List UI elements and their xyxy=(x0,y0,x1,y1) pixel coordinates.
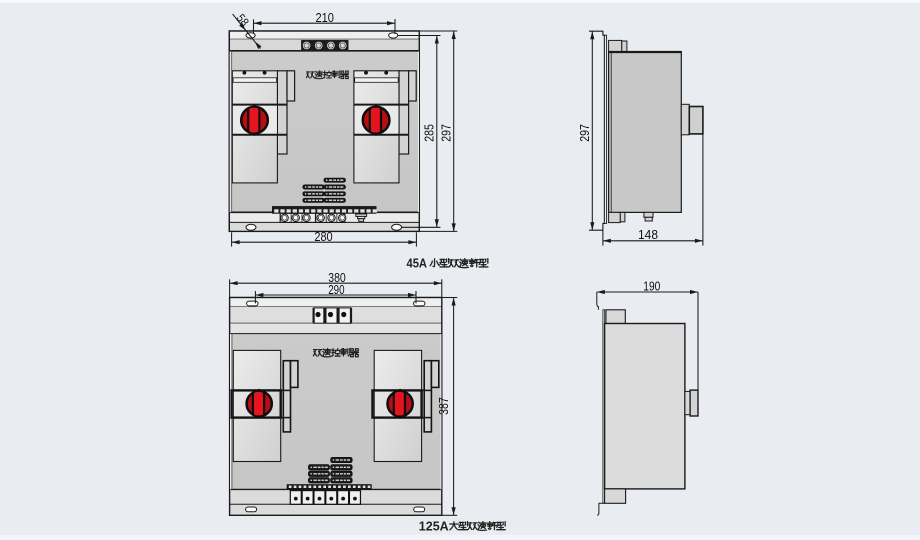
svg-text:285: 285 xyxy=(421,124,436,142)
svg-text:45A: 45A xyxy=(407,257,428,271)
svg-text:148: 148 xyxy=(638,227,658,242)
svg-text:290: 290 xyxy=(328,282,344,297)
svg-text:190: 190 xyxy=(643,279,660,294)
svg-text:125A: 125A xyxy=(419,520,449,534)
svg-text:280: 280 xyxy=(314,229,332,244)
svg-text:387: 387 xyxy=(436,397,451,415)
svg-text:297: 297 xyxy=(577,124,592,142)
svg-text:297: 297 xyxy=(438,124,453,142)
svg-text:380: 380 xyxy=(328,270,346,285)
svg-text:210: 210 xyxy=(316,10,334,25)
